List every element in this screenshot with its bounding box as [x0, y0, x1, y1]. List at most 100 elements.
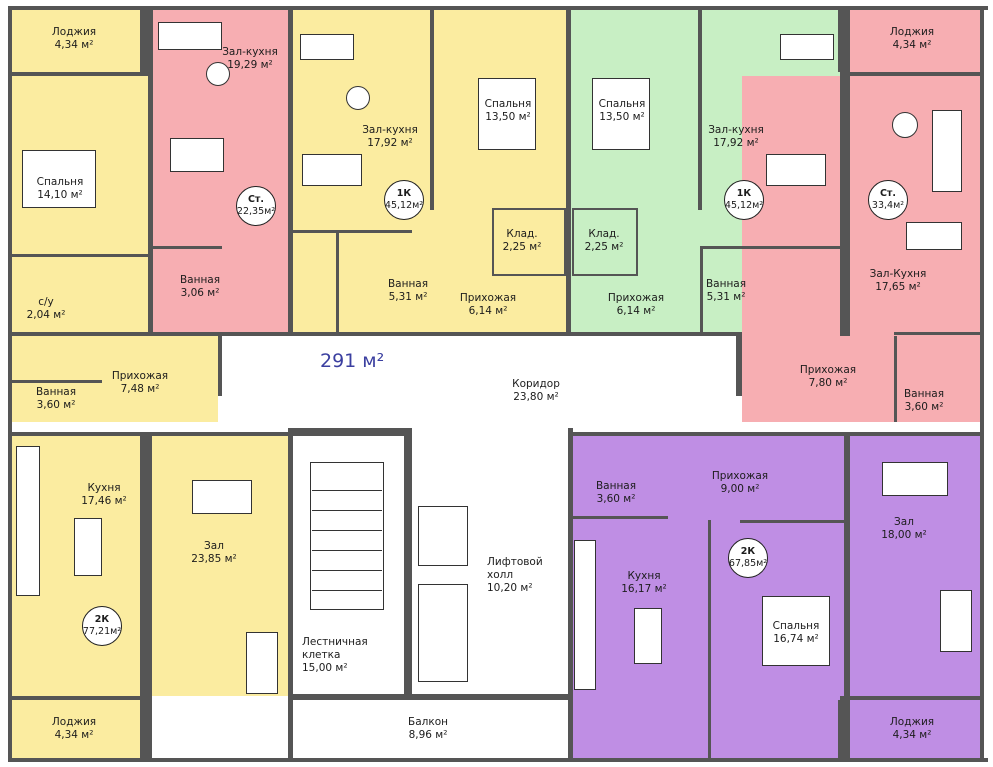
sofa-icon	[780, 34, 834, 60]
sofa-icon	[158, 22, 222, 50]
wall	[8, 6, 12, 762]
armchair-icon	[346, 86, 370, 110]
kitchen-island-icon	[74, 518, 102, 576]
wall	[150, 332, 742, 336]
closet-yellow-outline	[492, 208, 566, 276]
wall	[140, 436, 152, 696]
corridor	[218, 336, 742, 434]
room-label: Клад.2,25 м²	[584, 228, 624, 253]
bed-icon	[478, 78, 536, 150]
wall	[8, 432, 288, 436]
dining-table-icon	[906, 222, 962, 250]
wall	[8, 758, 988, 762]
wall	[698, 10, 702, 210]
armchair-icon	[206, 62, 230, 86]
closet-green-outline	[572, 208, 638, 276]
wall	[894, 332, 980, 335]
dining-table-icon	[302, 154, 362, 186]
wall	[700, 246, 840, 249]
wall	[700, 246, 703, 332]
stair-step	[312, 570, 382, 571]
dining-table-icon	[766, 154, 826, 186]
elevator-cabin	[418, 506, 468, 566]
bed-icon	[592, 78, 650, 150]
wall	[572, 516, 668, 519]
wall	[568, 432, 984, 436]
wall	[288, 694, 572, 700]
loggia-top-right	[850, 10, 980, 72]
counter-icon	[16, 446, 40, 596]
wall	[218, 336, 222, 396]
dining-table-icon	[882, 462, 948, 496]
stair-step	[312, 550, 382, 551]
loggia-bottom-left	[12, 700, 140, 760]
stair-outline	[310, 462, 384, 610]
elevator-cabin	[418, 584, 468, 682]
wall	[404, 428, 412, 698]
sofa-icon	[940, 590, 972, 652]
wall	[336, 232, 339, 332]
wall	[566, 6, 571, 336]
wall	[844, 436, 850, 700]
wall	[152, 246, 222, 249]
kitchen-island-icon	[634, 608, 662, 664]
counter-icon	[574, 540, 596, 690]
wall	[736, 336, 742, 396]
room-label: Клад.2,25 м²	[502, 228, 542, 253]
wall	[568, 428, 573, 762]
sofa-icon	[246, 632, 278, 694]
stair-step	[312, 510, 382, 511]
sofa-icon	[932, 110, 962, 192]
wall	[840, 696, 984, 700]
total-area: 291 м²	[320, 350, 385, 372]
wall	[840, 72, 850, 336]
wall	[148, 6, 153, 336]
bed-icon	[762, 596, 830, 666]
apartment-badge: Ст.22,35м²	[236, 186, 276, 226]
staircase	[292, 436, 408, 698]
balcony	[292, 700, 568, 760]
wall	[140, 700, 152, 760]
wall	[980, 6, 984, 762]
sofa-icon	[300, 34, 354, 60]
wall	[12, 254, 152, 257]
apartment-badge: Ст.33,4м²	[868, 180, 908, 220]
wall	[708, 520, 711, 760]
bed-icon	[22, 150, 96, 208]
wall	[838, 6, 850, 72]
wall	[740, 520, 844, 523]
stair-step	[312, 590, 382, 591]
wall	[288, 428, 408, 436]
armchair-icon	[892, 112, 918, 138]
wall	[840, 72, 984, 76]
wall	[12, 332, 218, 336]
stair-step	[312, 530, 382, 531]
